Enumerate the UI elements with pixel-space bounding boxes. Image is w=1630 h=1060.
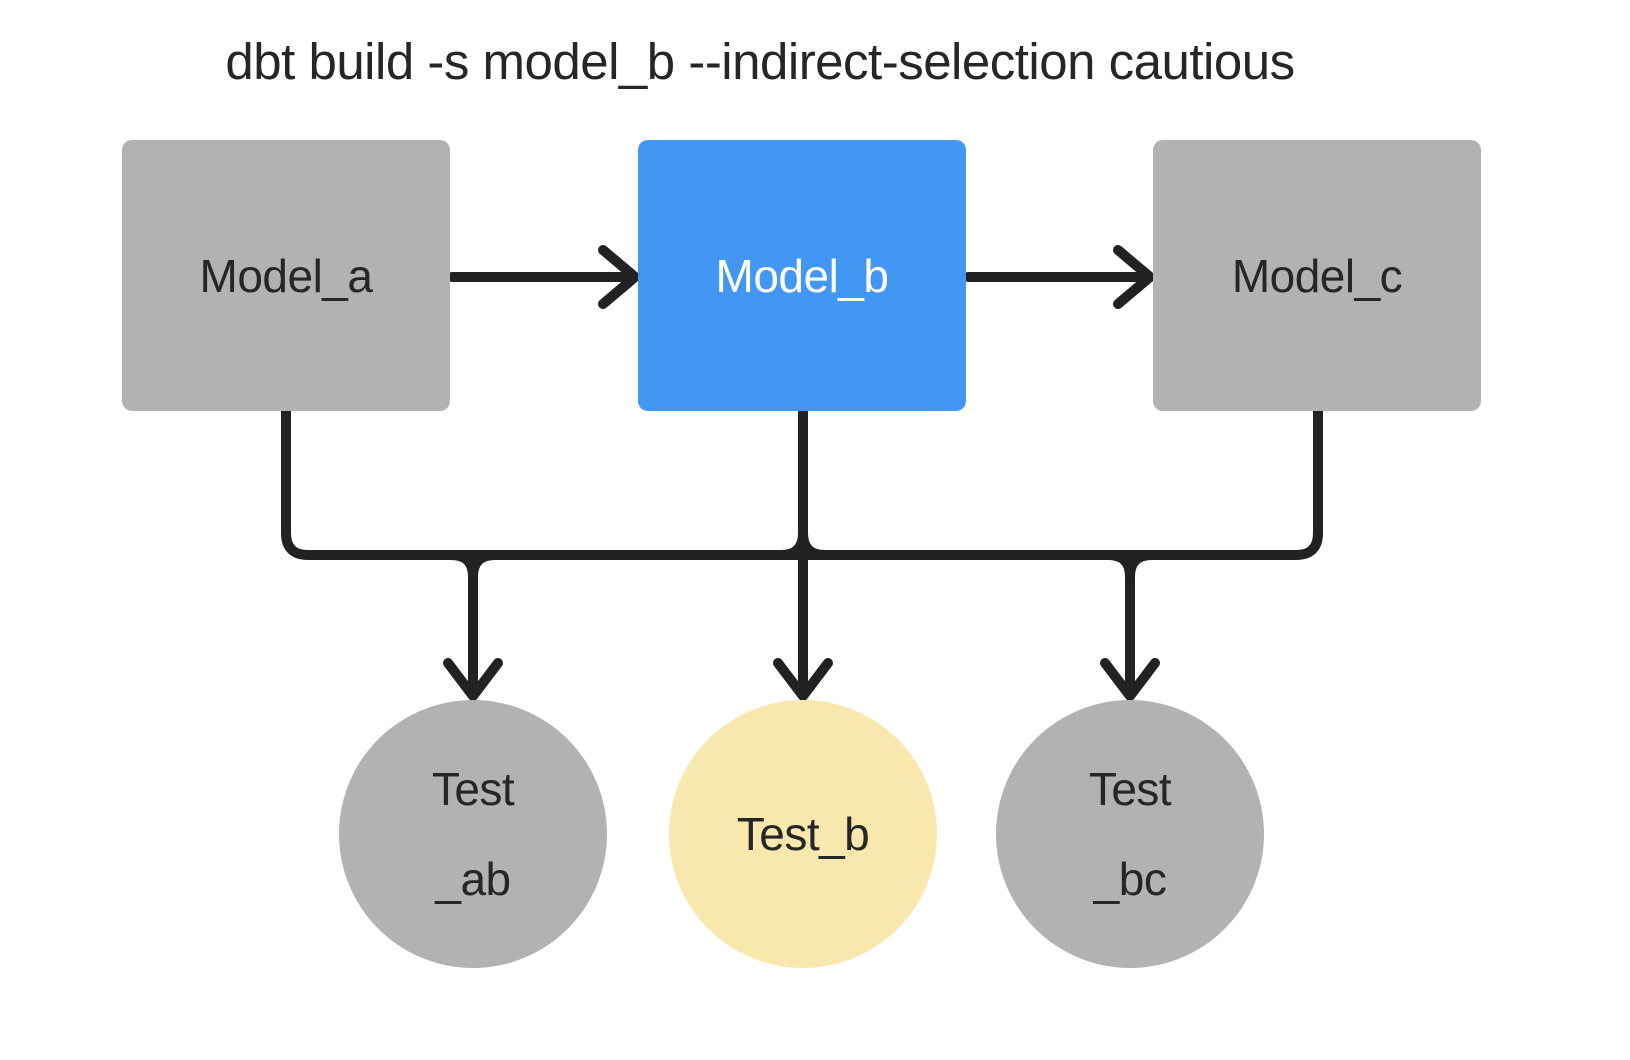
node-test-b-label: Test_b: [736, 808, 870, 860]
fillet-test-ab-fork-right: [468, 550, 500, 582]
arrowhead-test-bc-icon: [1100, 658, 1160, 701]
node-model-c-label: Model_c: [1231, 249, 1403, 302]
fillet-test-bc-fork-right: [1125, 550, 1157, 582]
node-model-c: Model_c: [1153, 140, 1481, 411]
arrowhead-test-ab-icon: [443, 658, 503, 701]
diagram-title: dbt build -s model_b --indirect-selectio…: [225, 33, 1295, 90]
node-test-bc-label-line2: _bc: [1093, 853, 1167, 905]
node-test-ab-label-line2: _ab: [435, 853, 511, 905]
node-model-b-label: Model_b: [715, 249, 889, 302]
node-model-b: Model_b: [638, 140, 966, 411]
arrowhead-test-b-icon: [773, 658, 833, 701]
node-test-b: Test_b: [669, 700, 937, 968]
arrowhead-model-b-to-model-c-icon: [1113, 245, 1155, 309]
node-test-ab: Test _ab: [339, 700, 607, 968]
node-test-ab-label-line1: Test: [431, 763, 515, 815]
node-test-bc: Test _bc: [996, 700, 1264, 968]
fillet-model-b-junction-right: [798, 528, 830, 560]
node-model-a-label: Model_a: [199, 249, 373, 302]
node-test-bc-label-line1: Test: [1088, 763, 1172, 815]
arrowhead-model-a-to-model-b-icon: [598, 245, 640, 309]
node-model-a: Model_a: [122, 140, 450, 411]
